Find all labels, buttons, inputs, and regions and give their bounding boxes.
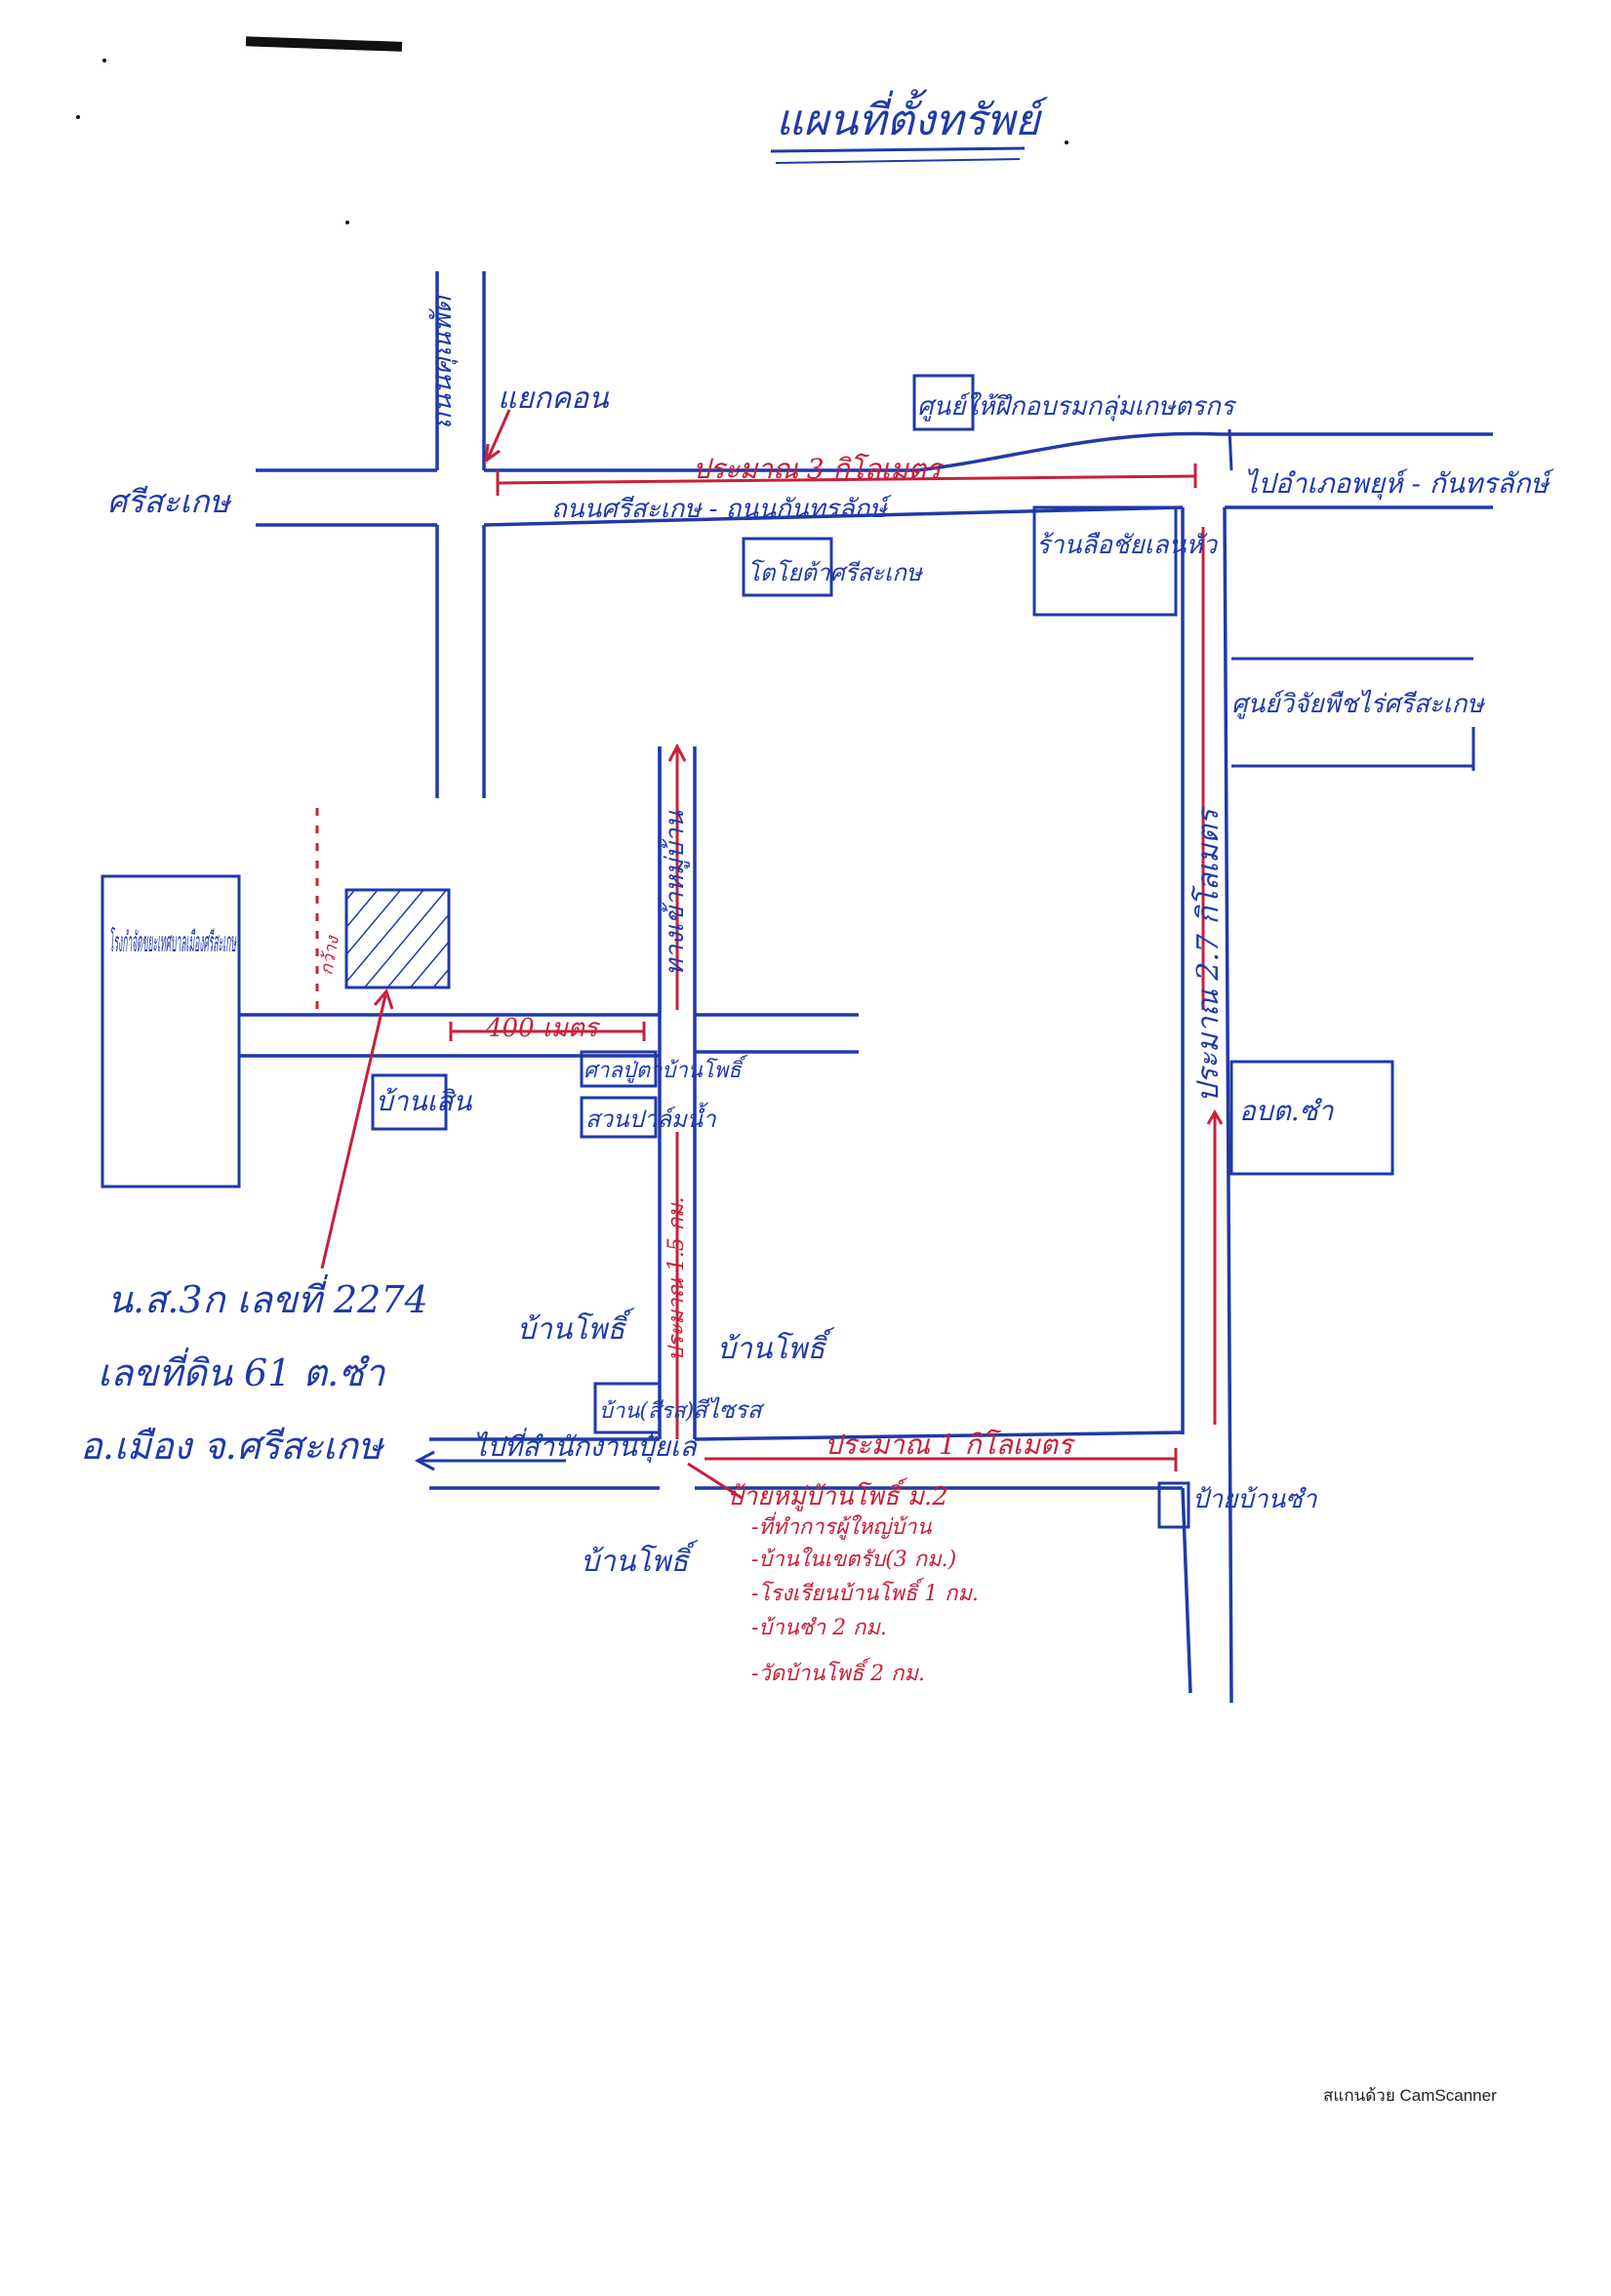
school-label: ศูนย์ให้ฝึกอบรมกลุ่มเกษตรกร [917,391,1237,422]
property-width-label: กว้าง [316,934,343,977]
deed-pointer-head [373,988,394,1010]
upper-road-top-bulge [916,431,1221,472]
inner-vertical-label: ประมาณ 1.5 กม. [665,1196,689,1361]
toyota-box [742,537,833,597]
title-underline [770,146,1026,153]
deed-pointer [320,994,387,1269]
house-left-label: บ้านเสิน [376,1085,472,1117]
east-road-right-edge [1223,506,1233,1704]
boxed-places [101,374,1475,1529]
upper-road-bottom [483,505,1184,527]
speck [345,221,349,224]
east-arrow-label: ไปอำเภอพยุห์ - กันทรลักษ์ [1244,467,1555,501]
north-road-label: ถนนคุณพัด [425,295,459,429]
west-arrow-label: ไปที่สำนักงานปุ๋ยเล [473,1428,699,1464]
title-underline-2 [775,158,1021,164]
red-route [315,409,1224,1500]
market-box [580,1050,658,1088]
upper-red-road-label: ประมาณ 3 กิโลเมตร [693,453,944,485]
blue-labels: ถนนคุณพัด ศรีสะเกษ แยกคอน ถนนศรีสะเกษ - … [80,295,1555,1579]
top-ink-smudge [245,36,403,52]
school-box [912,374,975,431]
mid-road-distance: 400 เมตร [485,1014,601,1043]
deed-line-1: น.ส.3ก เลขที่ 2274 [107,1273,428,1321]
east-road-label: ประมาณ 2.7 กิโลเมตร [1190,805,1226,1103]
waste-plant-box [101,874,241,1188]
west-arrow-head [414,1450,435,1471]
house-box-rect [593,1382,662,1434]
intersection-arrow [486,409,511,460]
shop-label: ร้านลือชัยเลนหัว [1036,531,1218,560]
deed-line-3: อ.เมือง จ.ศรีสะเกษ [80,1425,385,1468]
tao-box [1229,1060,1394,1176]
scan-artifacts [76,36,1068,224]
nearby-item-1: -ที่ทำการผู้ใหญ่บ้าน [751,1511,932,1540]
scanner-watermark: สแกนด้วย CamScanner [1323,2086,1497,2105]
speck [76,115,80,119]
upper-blue-road-label: ถนนศรีสะเกษ - ถนนกันทรลักษ์ [551,495,892,524]
toyota-label: โตโยต้าศรีสะเกษ [747,559,924,586]
map-title: แผนที่ตั้งทรัพย์ [776,89,1049,145]
village-sign-box [1157,1481,1190,1529]
middle-road-label: ทางเข้าหมู่บ้าน [661,810,690,976]
lower-red-road-label: ประมาณ 1 กิโลเมตร [825,1429,1075,1461]
house-south-label: บ้านโพธิ์ [581,1540,699,1579]
house-box-label: บ้าน(สีรส) [599,1399,694,1424]
red-route-upper [497,474,1196,485]
red-route-east-lower-arrow [1206,1109,1224,1125]
speck [1065,141,1068,144]
intersection-arrow-head [484,443,501,464]
house-box-label-2: สีไซรส [693,1396,765,1424]
red-route-top-arrow [667,743,687,762]
nearby-item-4: -บ้านซำ 2 กม. [751,1616,887,1640]
nearby-item-3: -โรงเรียนบ้านโพธิ์ 1 กม. [751,1577,979,1606]
red-labels: ประมาณ 3 กิโลเมตร 400 เมตร ประมาณ 1.5 กม… [485,453,1075,1686]
hospital-label: ศูนย์วิจัยพืชไร่ศรีสะเกษ [1231,689,1485,719]
property-hatched-area [344,888,451,989]
house-north-label: บ้านโพธิ์ [517,1308,635,1347]
lower-road-top [694,1430,1184,1441]
east-arrow-shaft [1228,428,1233,471]
nearby-item-2: -บ้านในเขตรับ(3 กม.) [751,1547,956,1572]
village-sign-label: ป้ายบ้านซำ [1192,1485,1318,1514]
property-plot: กว้าง [316,888,451,989]
shop-box [1032,505,1178,617]
house-left-box [371,1073,448,1131]
tao-label: อบต.ซำ [1239,1095,1335,1127]
market-label: ศาลปู่ตาบ้านโพธิ์ [584,1054,749,1083]
west-road-label: ศรีสะเกษ [107,483,232,520]
garden-box [580,1096,658,1139]
east-road-lower-left [1181,1487,1192,1694]
blue-arrows [414,428,1233,1471]
deed-line-2: เลขที่ดิน 61 ต.ซำ [98,1347,386,1394]
waste-plant-label-line: โรงกำจัดขยะเทศบาลเมืองศรีสะเกษ [109,926,236,958]
speck [102,59,106,62]
nearby-title: ป้ายหมู่บ้านโพธิ์ ม.2 [727,1477,948,1511]
house-right-label: บ้านโพธิ์ [717,1327,835,1366]
intersection-label: แยกคอน [498,382,610,416]
garden-label: สวนปาล์มน้ำ [585,1102,717,1133]
blue-roads [239,271,1493,1704]
nearby-item-5: -วัดบ้านโพธิ์ 2 กม. [751,1657,925,1686]
nearby-connector [687,1462,743,1500]
